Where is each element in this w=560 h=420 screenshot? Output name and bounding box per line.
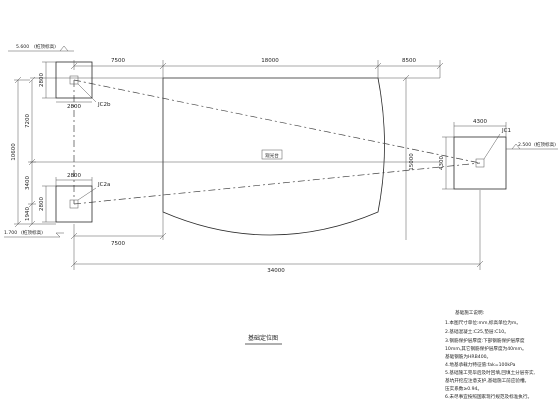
elev-top-left: 5.600	[16, 44, 29, 50]
notes-line-2: 2.基础混凝土:C25,垫层:C10。	[445, 328, 509, 335]
notes-line-5: 基础钢筋为HRB400。	[445, 353, 491, 360]
elevation-callout-top-left	[8, 45, 74, 52]
viewing-platform-outline	[162, 77, 385, 236]
pile-width-dims	[55, 101, 507, 190]
notes-line-3: 3.钢筋保护层厚度:下部钢筋保护层厚度	[445, 337, 525, 344]
elev-note-right: (桩顶标高)	[534, 141, 556, 148]
notes-line-8: 基坑开挖应注意支护,基础施工前应验槽。	[445, 377, 529, 384]
left-dimension-chains	[14, 61, 56, 228]
pile-id-bottom-left: JC2a	[97, 182, 110, 188]
dim-left-total: 10600	[11, 143, 17, 161]
elev-note-bottom-left: (桩顶标高)	[21, 229, 43, 236]
notes-line-10: 6.未尽事宜按照国家现行规范及标准执行。	[445, 393, 532, 400]
notes-line-4: 10mm,其它钢筋保护层厚度为40mm。	[445, 345, 527, 352]
pile-cap-right	[453, 133, 507, 190]
dim-pile-tl-height: 2800	[39, 73, 45, 87]
pile-cap-bottom-left	[55, 185, 97, 223]
dim-top-mid: 18000	[261, 58, 279, 64]
dim-top-left: 7500	[111, 58, 125, 64]
notes-line-6: 4.地基承载力特征值:fak=100kPa	[445, 361, 516, 368]
pile-cap-top-left	[55, 61, 97, 103]
pile-id-top-left: JC2b	[97, 102, 111, 108]
dim-left-mid: 3400	[25, 176, 31, 190]
elev-right: 2.500	[518, 142, 531, 148]
notes-line-7: 5.基础施工完毕后及时回填,回填土分层夯实,	[445, 369, 536, 376]
bottom-dimension-chain	[70, 190, 484, 270]
dim-pile-right-height: 4300	[439, 156, 445, 170]
dim-bottom-left: 7500	[111, 241, 125, 247]
dim-top-right: 8500	[402, 58, 416, 64]
elevation-callout-right	[506, 143, 558, 150]
dim-overall: 34000	[267, 268, 285, 274]
elev-note-top-left: (桩顶标高)	[34, 43, 56, 50]
dim-pile-bl-height: 2800	[39, 197, 45, 211]
notes-line-9: 压实系数≥0.94。	[445, 385, 482, 392]
elevation-callout-bottom-left	[4, 232, 64, 238]
center-height-dim	[402, 74, 410, 240]
elev-bottom-left: 1.700	[4, 230, 17, 236]
dim-pile-right-width: 4300	[473, 119, 487, 125]
notes-heading: 基础施工说明:	[455, 309, 485, 316]
dim-left-lower: 1940	[25, 207, 31, 221]
centerline-top-left-to-right	[73, 79, 481, 164]
drawing-title: 基础定位图	[248, 334, 278, 342]
dim-pile-tl-width: 2800	[67, 104, 81, 110]
top-dimension-chain	[70, 60, 444, 78]
dim-left-upper: 7200	[25, 114, 31, 128]
dim-center-height: 15000	[409, 153, 415, 171]
center-label-box	[261, 149, 283, 160]
center-label: 观光台	[265, 152, 279, 159]
centerline-bottom-left-to-right	[73, 162, 481, 205]
dim-pile-bl-width: 2800	[67, 173, 81, 179]
notes-line-1: 1.本图尺寸单位:mm,标高单位为m。	[445, 319, 521, 326]
pile-id-right: JC1	[501, 128, 511, 134]
